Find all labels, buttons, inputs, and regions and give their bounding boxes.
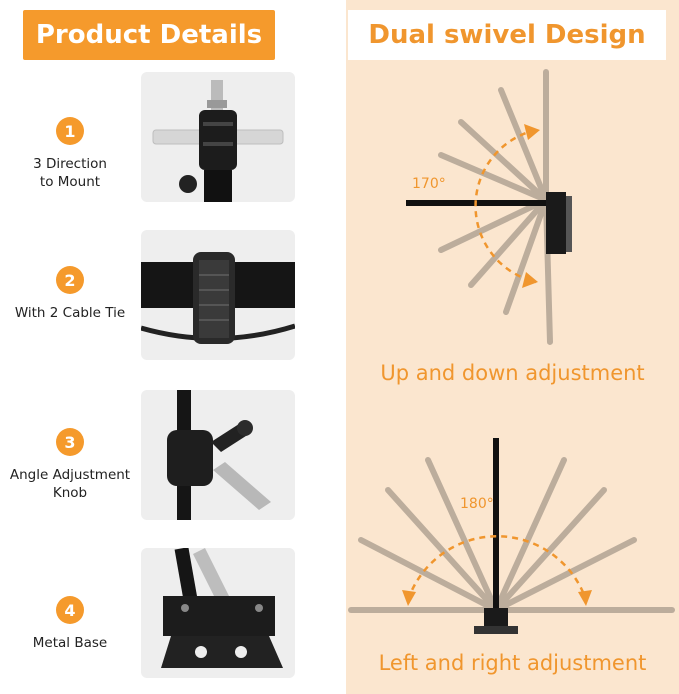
feature-4-label: Metal Base <box>32 635 108 651</box>
feature-1-badge: 1 <box>56 117 84 145</box>
dual-swivel-header: Dual swivel Design <box>348 10 666 60</box>
feature-1-label: 3 Direction to Mount <box>33 156 107 190</box>
mount-illustration <box>152 80 284 202</box>
metal-base-illustration <box>161 548 283 668</box>
left-right-diagram: 180° <box>346 430 679 640</box>
left-right-angle-label: 180° <box>460 496 494 512</box>
feature-2: 2 With 2 Cable Tie <box>0 266 140 322</box>
up-down-diagram: 170° <box>346 60 679 360</box>
cable-tie-illustration <box>141 252 295 344</box>
feature-3-label: Angle Adjustment Knob <box>9 467 131 501</box>
left-right-caption: Left and right adjustment <box>378 651 647 675</box>
feature-3: 3 Angle Adjustment Knob <box>0 428 140 502</box>
up-down-swivel-illustration: 170° <box>406 69 572 345</box>
feature-2-label: With 2 Cable Tie <box>14 305 126 321</box>
product-details-header: Product Details <box>23 10 275 60</box>
feature-2-badge: 2 <box>56 266 84 294</box>
up-down-caption: Up and down adjustment <box>380 361 645 385</box>
knob-photo <box>141 390 295 520</box>
adjustment-knob-illustration <box>167 390 271 520</box>
feature-4: 4 Metal Base <box>0 596 140 652</box>
mount-photo <box>141 72 295 202</box>
feature-1: 1 3 Direction to Mount <box>0 117 140 191</box>
metal-base-photo <box>141 548 295 678</box>
feature-3-badge: 3 <box>56 428 84 456</box>
up-down-angle-label: 170° <box>412 176 446 192</box>
left-right-swivel-illustration: 180° <box>348 438 675 634</box>
feature-4-badge: 4 <box>56 596 84 624</box>
cable-tie-photo <box>141 230 295 360</box>
